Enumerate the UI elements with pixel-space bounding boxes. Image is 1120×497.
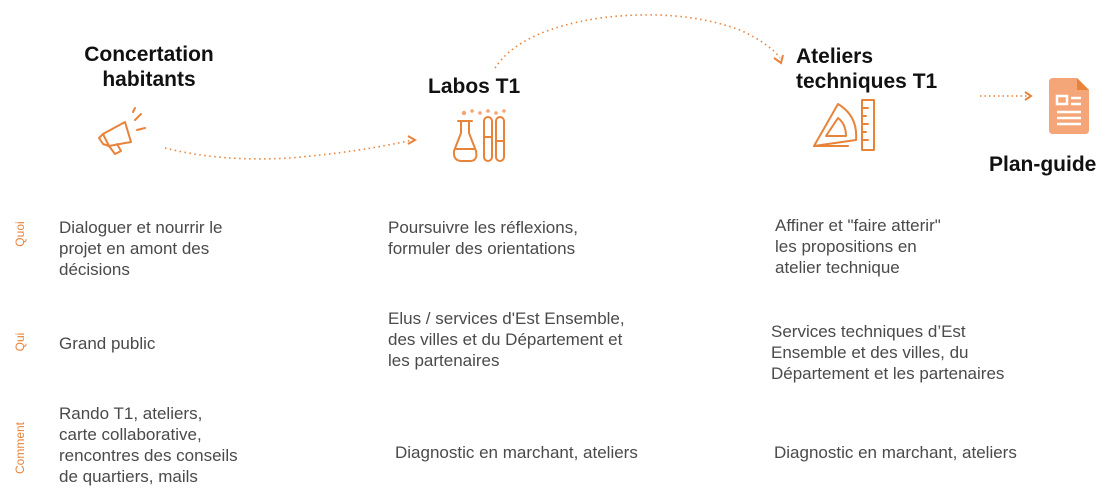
cell-line: formuler des orientations xyxy=(388,239,576,258)
laboratory-flasks-icon xyxy=(452,109,506,162)
cell-comment-ateliers: Diagnostic en marchant, ateliers xyxy=(774,442,1017,463)
cell-comment-labos: Diagnostic en marchant, ateliers xyxy=(395,442,638,463)
cell-qui-labos: Elus / services d'Est Ensemble, des vill… xyxy=(388,308,625,371)
cell-line: de quartiers, mails xyxy=(59,467,198,486)
document-icon xyxy=(1049,78,1089,134)
cell-line: rencontres des conseils xyxy=(59,446,238,465)
cell-line: Elus / services d'Est Ensemble, xyxy=(388,309,625,328)
cell-line: Ensemble et des villes, du xyxy=(771,343,969,362)
cell-line: Affiner et "faire atterir" xyxy=(775,216,941,235)
cell-qui-concertation: Grand public xyxy=(59,333,155,354)
cell-line: Grand public xyxy=(59,334,156,353)
cell-line: Diagnostic en marchant, ateliers xyxy=(395,443,638,462)
cell-line: les propositions en xyxy=(775,237,917,256)
stage-title-plan: Plan-guide xyxy=(989,152,1096,177)
cell-line: projet en amont des xyxy=(59,239,210,258)
cell-line: Rando T1, ateliers, xyxy=(59,404,203,423)
cell-quoi-labos: Poursuivre les réflexions, formuler des … xyxy=(388,217,578,259)
stage-title-labos: Labos T1 xyxy=(428,74,520,99)
stage-title-ateliers-line2: techniques T1 xyxy=(796,70,938,93)
stage-title-ateliers: Ateliers techniques T1 xyxy=(796,44,937,94)
stage-title-concertation-line2: habitants xyxy=(102,68,196,91)
row-label-quoi: Quoi xyxy=(13,221,27,247)
stage-title-ateliers-line1: Ateliers xyxy=(796,45,874,68)
cell-line: les partenaires xyxy=(388,351,500,370)
cell-line: carte collaborative, xyxy=(59,425,202,444)
cell-quoi-ateliers: Affiner et "faire atterir" les propositi… xyxy=(775,215,941,278)
cell-line: Département et les partenaires xyxy=(771,364,1005,383)
cell-line: Services techniques d’Est xyxy=(771,322,966,341)
stage-title-concertation: Concertation habitants xyxy=(64,42,234,92)
row-label-qui: Qui xyxy=(13,332,27,352)
ruler-protractor-icon xyxy=(813,99,875,151)
cell-line: atelier technique xyxy=(775,258,900,277)
cell-line: Dialoguer et nourrir le xyxy=(59,218,223,237)
cell-qui-ateliers: Services techniques d’Est Ensemble et de… xyxy=(771,321,1004,384)
cell-quoi-concertation: Dialoguer et nourrir le projet en amont … xyxy=(59,217,222,280)
megaphone-icon xyxy=(98,107,146,155)
cell-line: Poursuivre les réflexions, xyxy=(388,218,578,237)
cell-line: décisions xyxy=(59,260,130,279)
stage-title-labos-line1: Labos T1 xyxy=(428,75,521,98)
cell-line: Diagnostic en marchant, ateliers xyxy=(774,443,1017,462)
cell-comment-concertation: Rando T1, ateliers, carte collaborative,… xyxy=(59,403,238,487)
cell-line: des villes et du Département et xyxy=(388,330,623,349)
stage-title-plan-line1: Plan-guide xyxy=(989,153,1097,176)
row-label-comment: Comment xyxy=(13,422,27,475)
stage-title-concertation-line1: Concertation xyxy=(84,43,214,66)
